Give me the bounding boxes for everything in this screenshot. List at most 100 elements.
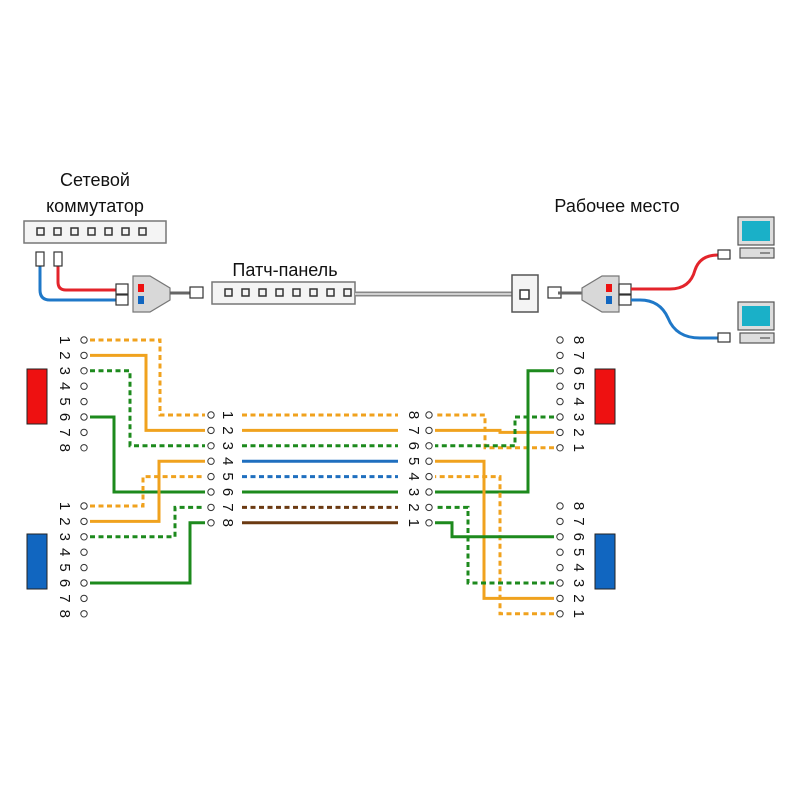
center-right-pin — [425, 442, 433, 450]
right-top-pin — [556, 351, 564, 360]
pin-label: 8 — [570, 336, 587, 344]
left-blue-port — [26, 533, 48, 590]
right-bottom-pin — [556, 502, 564, 510]
left-bottom-pin — [80, 594, 88, 603]
left-red-port — [26, 368, 48, 425]
pin-label: 2 — [56, 351, 73, 359]
right-splitter-icon — [547, 275, 632, 313]
pin-label: 2 — [56, 517, 73, 525]
pin-label: 1 — [570, 610, 587, 618]
right-route-wire — [435, 459, 554, 600]
pin-label: 3 — [570, 579, 587, 587]
right-bottom-pin — [556, 579, 564, 587]
left-bottom-pin — [80, 548, 88, 556]
pin-label: 5 — [56, 563, 73, 571]
left-bottom-pin — [80, 502, 88, 510]
right-top-pin — [556, 336, 564, 344]
computer-icon-top — [737, 216, 775, 259]
left-route-wire — [90, 475, 205, 508]
left-bottom-pin — [80, 533, 88, 541]
pin-label: 8 — [56, 610, 73, 618]
pin-label: 8 — [405, 411, 422, 419]
left-top-pin — [80, 413, 88, 421]
right-bottom-pin — [556, 533, 564, 541]
pin-label: 4 — [56, 548, 73, 556]
right-bottom-pin — [556, 610, 564, 618]
left-top-pin — [80, 397, 88, 406]
pin-label: 4 — [56, 382, 73, 390]
left-route-wire — [90, 521, 205, 585]
pin-label: 7 — [570, 351, 587, 359]
pin-label: 6 — [570, 367, 587, 375]
pin-label: 6 — [570, 533, 587, 541]
pin-label: 5 — [219, 472, 236, 480]
right-route-wire — [435, 415, 554, 448]
pin-label: 2 — [570, 428, 587, 436]
pin-label: 2 — [219, 426, 236, 434]
workplace-cables — [631, 253, 720, 340]
center-left-pin — [207, 426, 215, 435]
center-right-pin — [425, 519, 433, 527]
left-route-wire — [90, 505, 205, 539]
pin-label: 7 — [219, 503, 236, 511]
pin-label: 8 — [56, 444, 73, 452]
pin-label: 4 — [405, 472, 422, 480]
pin-label: 7 — [405, 426, 422, 434]
right-blue-port — [594, 533, 616, 590]
switch-label-line1: Сетевой — [60, 170, 130, 190]
pin-label: 5 — [570, 382, 587, 390]
computer-plugs — [717, 249, 731, 343]
pin-label: 7 — [56, 594, 73, 602]
right-top-pin — [556, 444, 564, 452]
right-red-port — [594, 368, 616, 425]
right-route-wire — [435, 505, 554, 585]
pin-label: 4 — [570, 563, 587, 571]
left-route-wire — [90, 369, 205, 448]
pin-label: 7 — [570, 517, 587, 525]
left-route-wire — [90, 353, 205, 432]
center-left-pin — [207, 457, 215, 465]
patch-panel-label: Патч-панель — [232, 260, 337, 280]
center-left-pin — [207, 472, 215, 481]
pin-label: 4 — [219, 457, 236, 465]
center-right-pin — [425, 488, 433, 496]
right-route-wire — [435, 428, 554, 434]
right-top-pin — [556, 382, 564, 390]
right-top-pin — [556, 397, 564, 406]
center-left-pin — [207, 411, 215, 419]
patch-panel-icon — [211, 281, 356, 305]
center-right-pin — [425, 411, 433, 419]
pin-label: 8 — [570, 502, 587, 510]
left-bottom-pin — [80, 610, 88, 618]
right-top-pin — [556, 367, 564, 375]
pin-label: 5 — [405, 457, 422, 465]
pin-labels: 1111112222223333334444445555556666667777… — [56, 336, 587, 618]
pin-label: 1 — [56, 336, 73, 344]
center-right-pin — [425, 503, 433, 512]
right-route-wire — [435, 521, 554, 539]
left-top-pin — [80, 382, 88, 390]
pin-label: 1 — [405, 519, 422, 527]
center-left-pin — [207, 503, 215, 512]
pin-label: 6 — [56, 579, 73, 587]
switch-plugs — [35, 251, 63, 267]
center-right-pin — [425, 457, 433, 465]
pin-label: 3 — [56, 367, 73, 375]
left-bottom-pin — [80, 579, 88, 587]
left-route-wire — [90, 459, 205, 523]
left-bottom-pin — [80, 517, 88, 526]
pin-label: 3 — [405, 488, 422, 496]
right-route-wire — [435, 369, 554, 494]
pin-label: 2 — [405, 503, 422, 511]
right-bottom-pin — [556, 548, 564, 556]
pin-label: 3 — [56, 533, 73, 541]
left-top-pin — [80, 351, 88, 360]
pin-label: 6 — [219, 488, 236, 496]
wall-socket-icon — [511, 274, 539, 313]
left-bottom-pin — [80, 563, 88, 572]
pin-label: 2 — [570, 594, 587, 602]
center-left-pin — [207, 519, 215, 527]
left-top-pin — [80, 428, 88, 437]
switch-cables — [38, 266, 116, 302]
